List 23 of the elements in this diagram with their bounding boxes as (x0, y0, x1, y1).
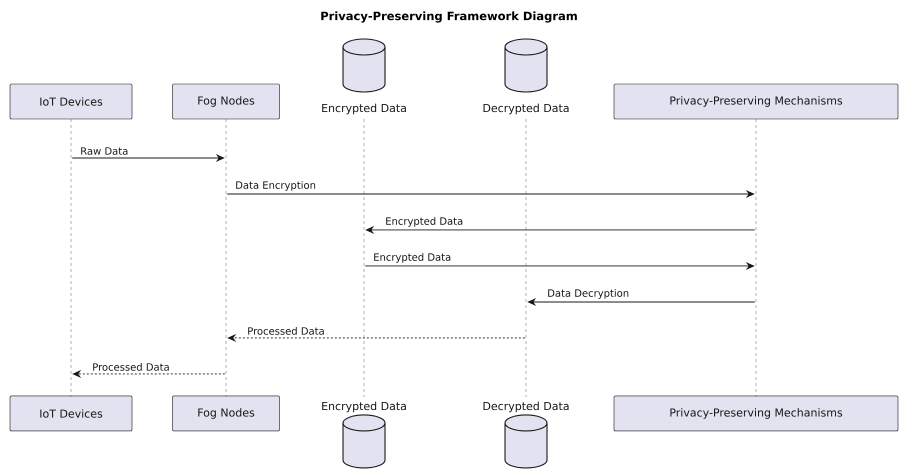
database-participant: Decrypted Data (484, 402, 569, 469)
participant-box: IoT Devices (10, 84, 132, 120)
diagram-title: Privacy-Preserving Framework Diagram (321, 11, 577, 23)
message-label: Processed Data (91, 362, 171, 372)
node-label: Encrypted Data (322, 402, 406, 412)
node-label: Decrypted Data (484, 402, 569, 412)
database-participant: Encrypted Data (322, 402, 406, 469)
message-label: Encrypted Data (372, 252, 452, 264)
message-label: Encrypted Data (384, 216, 464, 228)
database-participant: Encrypted Data (322, 38, 406, 114)
database-participant: Decrypted Data (484, 38, 569, 114)
node-label: Decrypted Data (484, 104, 569, 114)
participant-box: Privacy-Preserving Mechanisms (614, 84, 898, 120)
participant-box: IoT Devices (10, 396, 132, 432)
message-label: Processed Data (246, 326, 326, 336)
message-label: Data Decryption (546, 288, 630, 300)
lifeline (70, 118, 72, 398)
message-label: Data Encryption (234, 180, 317, 192)
participant-box: Fog Nodes (172, 84, 280, 120)
message-label: Raw Data (79, 146, 130, 156)
participant-box: Fog Nodes (172, 396, 280, 432)
node-label: Encrypted Data (322, 104, 406, 114)
participant-box: Privacy-Preserving Mechanisms (614, 396, 898, 432)
